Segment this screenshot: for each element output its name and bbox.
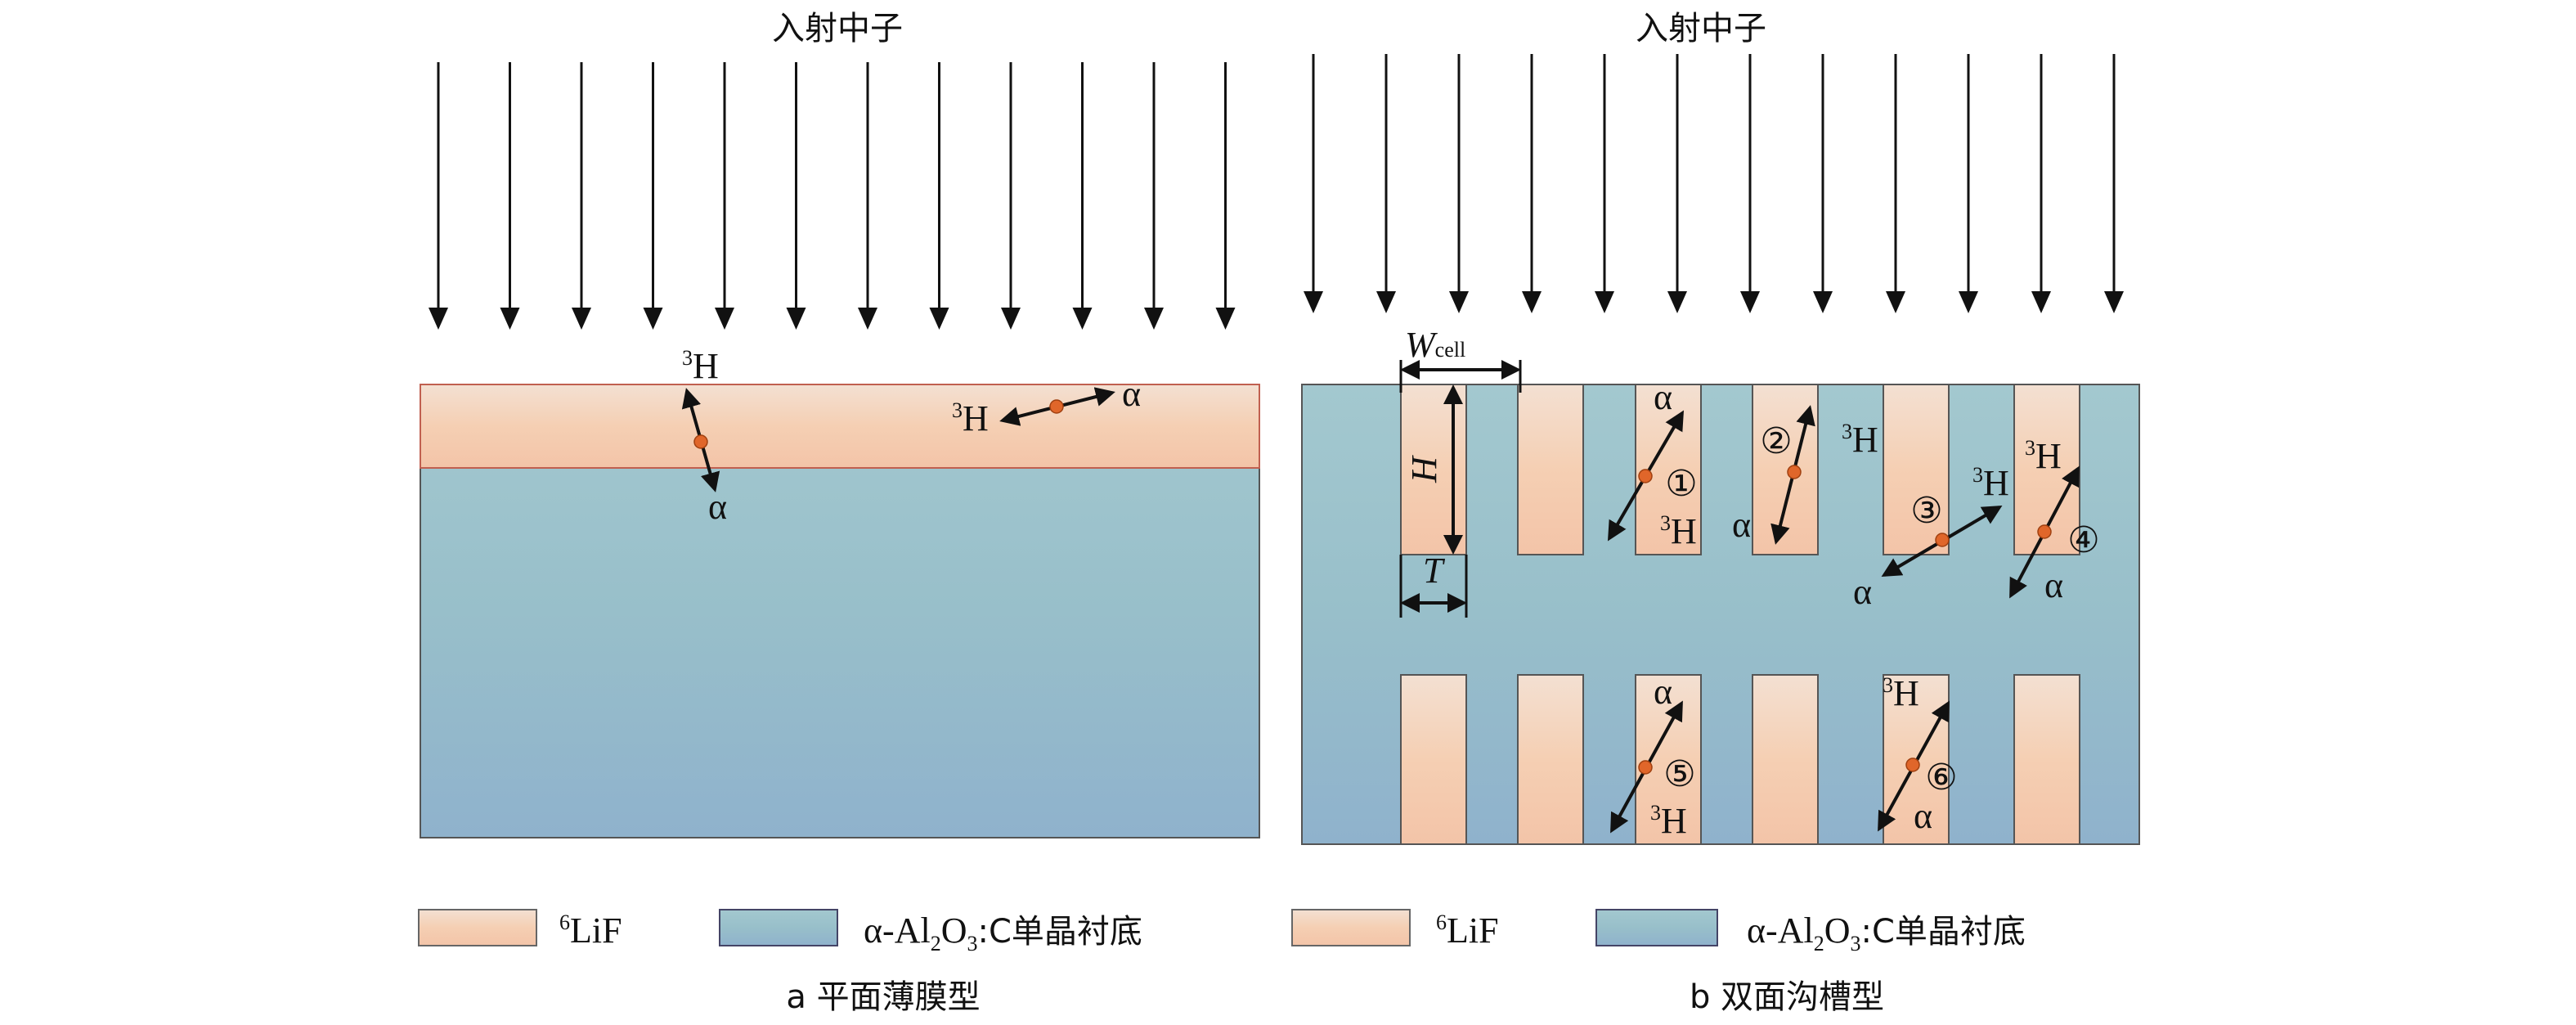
lif-pillar-bottom — [1400, 674, 1467, 845]
reaction-point — [693, 434, 708, 449]
lif-pillar-top — [1517, 384, 1584, 555]
reaction-event-3: ③ 3H α — [1853, 463, 2009, 612]
reaction-point — [1787, 465, 1802, 479]
height-label: H — [1404, 455, 1444, 483]
thickness-label: T — [1423, 551, 1446, 591]
alpha-label: α — [1654, 672, 1672, 712]
tritium-label: 3H — [1842, 420, 1878, 460]
reaction-point — [1638, 469, 1653, 483]
alpha-label: α — [1853, 572, 1872, 612]
event-number: ⑥ — [1925, 758, 1957, 798]
reaction-point — [1935, 533, 1950, 547]
tritium-label: 3H — [952, 398, 989, 438]
caption-b: b 双面沟槽型 — [1690, 978, 1884, 1016]
event-number: ① — [1665, 464, 1697, 504]
lif-pillar-bottom — [1517, 674, 1584, 845]
reaction-event-6: ⑥ 3H α — [1878, 673, 1958, 836]
lif-pillar-bottom — [2013, 674, 2080, 845]
legend-swatch-lif — [418, 909, 537, 946]
event-number: ③ — [1910, 491, 1942, 531]
tritium-label: 3H — [1972, 463, 2009, 503]
incident-neutrons-title-left: 入射中子 — [772, 10, 903, 47]
legend-label-lif: 6LiF — [1436, 910, 1499, 951]
reaction-event-1: ① 3H α — [1607, 377, 1698, 551]
alpha-label: α — [1122, 374, 1141, 414]
planar-film-panel: 3H α 3H α — [420, 346, 1260, 838]
legend-swatch-substrate — [1595, 909, 1718, 946]
alpha-label: α — [708, 487, 727, 527]
lif-pillar-bottom — [1752, 674, 1819, 845]
legend-label-lif: 6LiF — [559, 910, 622, 951]
legend: 6LiF α-Al2O3:C单晶衬底 6LiF α-Al2O3:C单晶衬底 — [418, 909, 2026, 955]
reaction-event-4: ④ 3H α — [2009, 436, 2100, 605]
reaction-event-2: ② 3H α — [1732, 405, 1878, 545]
reaction-event-5: ⑤ 3H α — [1610, 672, 1696, 841]
reaction-point — [2037, 524, 2052, 539]
reaction-point — [1049, 399, 1064, 414]
legend-label-substrate: α-Al2O3:C单晶衬底 — [864, 910, 1142, 955]
event-number: ④ — [2067, 520, 2099, 560]
tritium-label: 3H — [2025, 436, 2062, 476]
event-number: ⑤ — [1663, 754, 1695, 794]
tritium-label: 3H — [1650, 801, 1687, 841]
wcell-label: Wcell — [1405, 325, 1465, 365]
tritium-label: 3H — [1660, 511, 1697, 551]
reaction-point — [1638, 760, 1653, 775]
incident-neutrons-title-right: 入射中子 — [1636, 10, 1766, 47]
event-number: ② — [1760, 421, 1792, 461]
tritium-label: 3H — [1883, 673, 1919, 713]
legend-swatch-substrate — [719, 909, 838, 946]
legend-label-substrate: α-Al2O3:C单晶衬底 — [1747, 910, 2026, 955]
alpha-label: α — [1732, 505, 1751, 545]
alpha-label: α — [2044, 565, 2063, 605]
neutron-beams-right — [1304, 54, 2124, 313]
lif-film-layer — [420, 384, 1260, 469]
caption-a: a 平面薄膜型 — [786, 978, 980, 1016]
alpha-label: α — [1914, 796, 1932, 836]
neutron-beams-left — [429, 62, 1236, 330]
alpha-label: α — [1654, 377, 1672, 417]
tritium-label: 3H — [682, 346, 719, 386]
reaction-point — [1905, 758, 1920, 772]
legend-swatch-lif — [1291, 909, 1411, 946]
